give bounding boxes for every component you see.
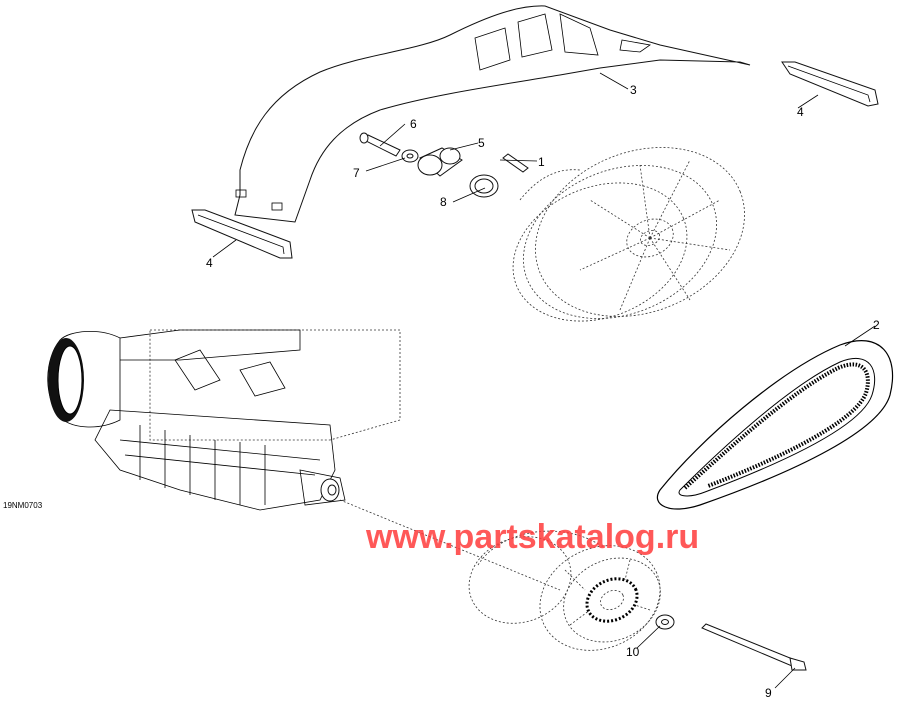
callout-4-left: 4 xyxy=(206,256,213,270)
drive-belt xyxy=(656,340,894,510)
callout-6: 6 xyxy=(410,117,417,131)
pulley-bolt xyxy=(701,623,807,671)
rubber-strip-right xyxy=(781,61,879,107)
screw xyxy=(359,132,401,157)
callout-3: 3 xyxy=(630,83,637,97)
callout-9: 9 xyxy=(765,686,772,700)
spacer xyxy=(417,147,463,177)
callout-10: 10 xyxy=(626,645,640,659)
callout-5: 5 xyxy=(478,136,485,150)
callout-1: 1 xyxy=(538,155,545,169)
drawing-code: 19NM0703 xyxy=(3,501,43,510)
driven-pulley xyxy=(512,147,745,322)
o-ring xyxy=(469,174,499,198)
drive-pulley xyxy=(468,530,661,651)
callout-8: 8 xyxy=(440,195,447,209)
callout-7: 7 xyxy=(353,166,360,180)
rubber-strip-left xyxy=(191,209,293,259)
belt-guard xyxy=(234,5,751,223)
key xyxy=(502,153,529,173)
pulley-washer xyxy=(655,614,675,630)
leader-lines xyxy=(212,72,876,689)
watermark: www.partskatalog.ru xyxy=(365,518,699,556)
callout-2: 2 xyxy=(873,318,880,332)
washer xyxy=(401,149,419,163)
callout-4-right: 4 xyxy=(797,105,804,119)
engine xyxy=(47,329,401,511)
